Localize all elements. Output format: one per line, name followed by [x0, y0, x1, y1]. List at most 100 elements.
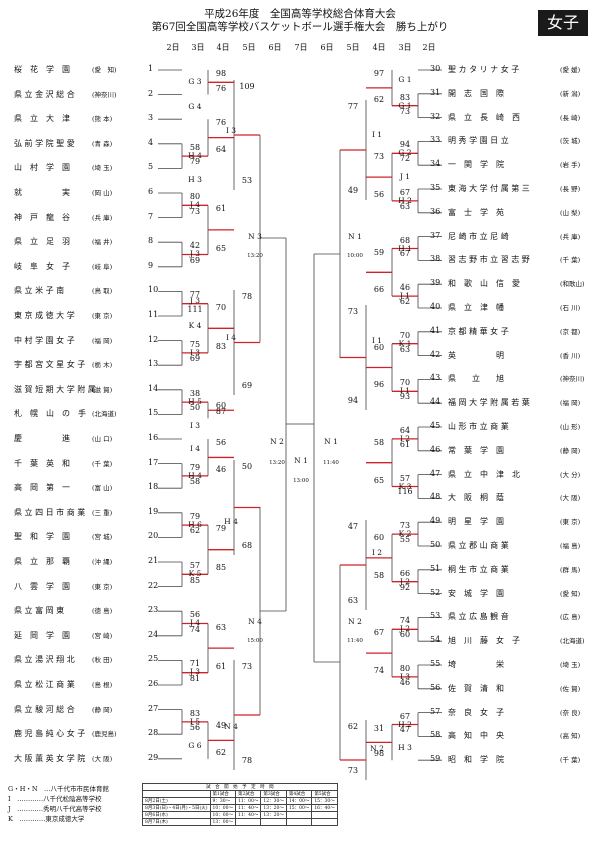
venue-label: I 3	[399, 672, 411, 681]
score: 81	[189, 674, 201, 683]
schedule-cell	[311, 818, 338, 826]
score: 73	[347, 766, 359, 775]
venue-label: G 1	[398, 100, 412, 110]
seed-number: 1	[148, 64, 154, 73]
score: 77	[189, 290, 201, 300]
score: 74	[373, 665, 385, 675]
team-name: 高 知 中 央	[448, 731, 504, 741]
score: 60	[373, 533, 385, 543]
team-row-right: 一 関 学 院(岩 手)	[448, 159, 598, 170]
round-date: 2日	[166, 43, 180, 52]
venue-label: J 1	[399, 172, 411, 182]
team-prefecture: (栃 木)	[92, 361, 113, 370]
team-prefecture: (埼 玉)	[92, 164, 113, 173]
team-name: 聖 カ タ リ ナ 女 子	[448, 65, 520, 74]
team-row-right: 和 歌 山 信 愛 (和歌山)	[448, 278, 598, 289]
team-name: 埼 栄	[448, 660, 504, 669]
score: 66	[373, 285, 385, 295]
schedule-cell: 11：00〜	[234, 797, 262, 805]
team-name: 大 阪 桐 蔭	[448, 493, 504, 503]
team-prefecture: (高 知)	[560, 732, 581, 741]
team-name: 県 立 長 崎 西	[448, 112, 520, 122]
seed-number: 55	[430, 659, 441, 668]
team-row-left: 札 幌 山 の 手(北海道)	[14, 408, 132, 419]
team-name: 昭 和 学 院	[448, 755, 504, 765]
team-prefecture: (福 島)	[560, 542, 581, 550]
team-prefecture: (和歌山)	[560, 280, 585, 289]
team-row-right: 県 立 広 島 観 音(広 島)	[448, 611, 598, 622]
venue-label: K 5	[188, 569, 202, 578]
team-name: 常 葉 学 園	[448, 445, 504, 455]
legend-line: K …………東京成徳大学	[8, 815, 85, 823]
seed-number: 59	[430, 754, 441, 764]
schedule-header: 第2試合	[234, 790, 262, 798]
venue-label: H 4	[188, 470, 202, 480]
team-row-right: 佐 賀 清 和(佐 賀)	[448, 683, 598, 694]
team-name: 就 実	[14, 188, 70, 197]
score: 85	[215, 563, 227, 573]
team-prefecture: (福 岡)	[560, 399, 581, 408]
team-prefecture: (長 野)	[560, 185, 581, 193]
schedule-cell: 10：00〜	[209, 811, 236, 819]
team-name: 県 立 松 江 商 業	[14, 680, 75, 689]
team-name: 高 岡 第 一	[14, 483, 70, 493]
seed-number: 44	[430, 397, 441, 407]
team-row-right: 高 知 中 央 (高 知)	[448, 730, 598, 741]
team-prefecture: (愛 媛)	[560, 66, 581, 74]
score: 79	[189, 511, 201, 521]
team-prefecture: (長 崎)	[560, 113, 581, 122]
seed-number: 46	[430, 444, 441, 454]
team-row-right: 埼 栄(埼 玉)	[448, 659, 598, 670]
venue-label: N 2	[270, 437, 284, 446]
team-prefecture: (石 川)	[560, 304, 581, 312]
team-prefecture: (東 京)	[92, 582, 113, 591]
round-date: 3日	[191, 43, 205, 52]
venue-label: K 2	[398, 529, 412, 539]
team-row-right: 東 海 大 学 付 属 第 三(長 野)	[448, 183, 598, 194]
team-name: 和 歌 山 信 愛	[448, 279, 520, 289]
venue-label: G 2	[398, 148, 412, 158]
team-row-left: 県 立 大 津(熊 本)	[14, 113, 132, 124]
score: 92	[399, 582, 411, 592]
team-prefecture: (鹿児島)	[92, 730, 117, 739]
team-name: 旭 川 藤 女 子	[448, 636, 520, 646]
seed-number: 57	[430, 706, 441, 716]
score: 57	[399, 473, 411, 483]
team-name: 明 秀 学 園 日 立	[448, 136, 509, 146]
team-row-left: 鹿 児 島 純 心 女 子(鹿児島)	[14, 728, 132, 739]
team-prefecture: (新 潟)	[560, 89, 581, 98]
seed-number: 35	[430, 183, 441, 192]
team-row-right: 習 志 野 市 立 習 志 野(千 葉)	[448, 254, 598, 265]
team-prefecture: (宮 城)	[92, 533, 113, 542]
schedule-table: 試 合 開 始 予 定 時 間 第1試合 第2試合 第3試合 第4試合 第5試合…	[142, 783, 338, 826]
legend-line: I …………八千代松陰高等学校	[8, 795, 102, 803]
score: 78	[241, 756, 253, 765]
team-name: 延 岡 学 園	[14, 630, 70, 640]
score: 62	[399, 297, 411, 306]
venue-label: H 1	[398, 243, 412, 253]
venue-label: J 4	[189, 200, 201, 209]
team-row-right: 奈 良 女 子(奈 良)	[448, 707, 598, 718]
team-row-right: 桐 生 市 立 商 業(群 馬)	[448, 564, 598, 575]
team-name: 山 村 学 園	[14, 163, 70, 173]
score: 73	[189, 206, 201, 216]
team-row-right: 安 城 学 園(愛 知)	[448, 588, 598, 599]
venue-label: H 5	[188, 396, 202, 406]
score: 69	[189, 255, 201, 265]
time-label: 13:20	[269, 460, 285, 466]
score: 87	[215, 407, 227, 417]
team-prefecture: (岡 山)	[92, 189, 113, 197]
score: 80	[399, 664, 411, 673]
venue-label: I 1	[371, 336, 383, 345]
team-prefecture: (富 山)	[92, 484, 113, 493]
score: 56	[189, 723, 201, 733]
venue-label: N 3	[248, 232, 262, 241]
score: 47	[399, 725, 411, 735]
team-name: 神 戸 龍 谷	[14, 212, 70, 222]
team-name: 福 岡 大 学 附 属 若 葉	[448, 398, 530, 408]
score: 46	[399, 677, 411, 687]
venue-label: I 3	[189, 421, 201, 431]
team-row-right: 富 士 学 苑(山 梨)	[448, 207, 598, 218]
seed-number: 9	[148, 260, 154, 270]
venue-label: J 3	[189, 296, 201, 306]
